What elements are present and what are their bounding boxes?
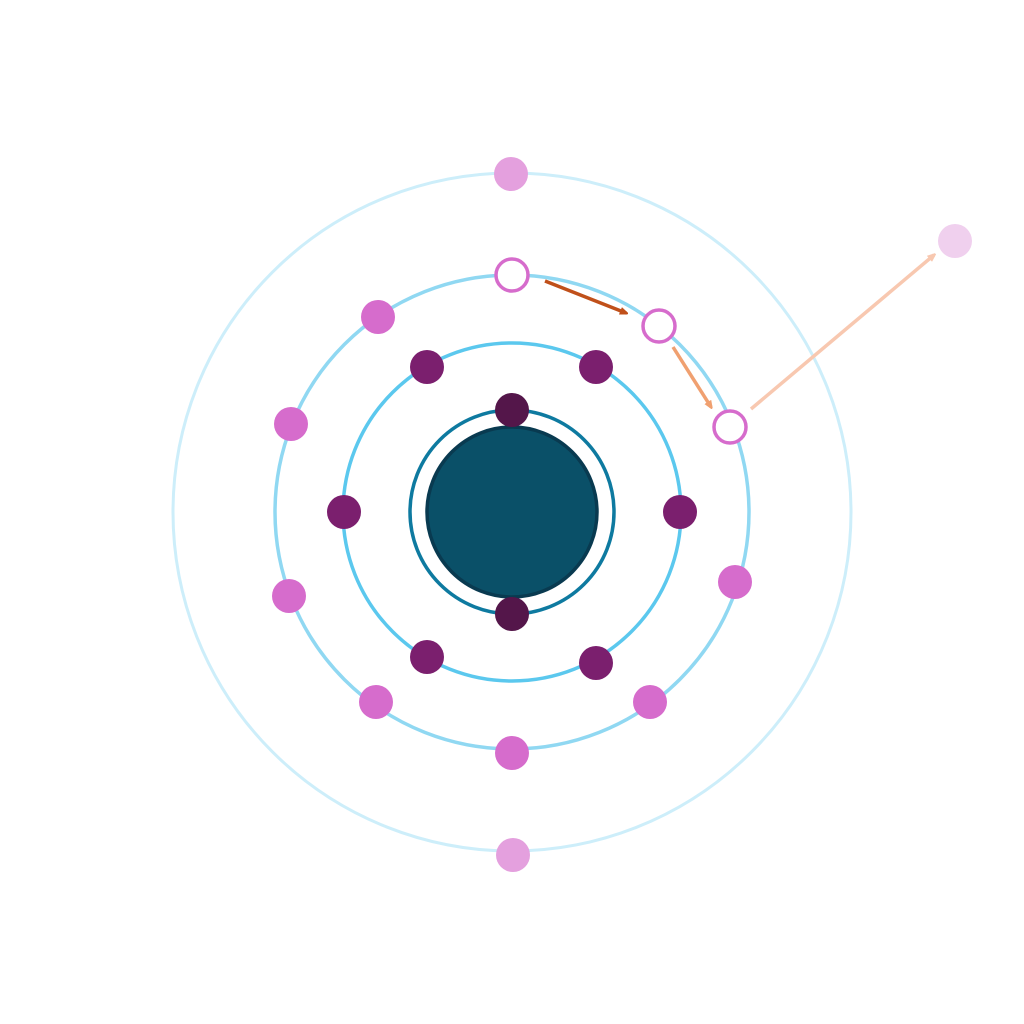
transition-arrow-2 [671,346,711,407]
electron-shell-2 [663,495,697,529]
electron-shell-3 [274,407,308,441]
escaped-electron [938,224,972,258]
transition-arrow-3 [749,255,934,411]
electron-shell-3 [718,565,752,599]
electron-shell-2 [579,350,613,384]
electron-shell-1 [495,393,529,427]
electron-vacancy [494,257,530,293]
electron-shell-1 [495,597,529,631]
electron-shell-2 [410,640,444,674]
electron-shell-3 [633,685,667,719]
electron-shell-3 [272,579,306,613]
nucleus [425,425,599,599]
electron-shell-4 [494,157,528,191]
electron-shell-3 [359,685,393,719]
electron-shell-2 [579,646,613,680]
electron-shell-3 [495,736,529,770]
electron-shell-3 [361,300,395,334]
electron-shell-2 [327,495,361,529]
electron-vacancy [712,409,748,445]
electron-vacancy [641,308,677,344]
electron-shell-4 [496,838,530,872]
transition-arrow-1 [544,279,626,315]
electron-shell-2 [410,350,444,384]
